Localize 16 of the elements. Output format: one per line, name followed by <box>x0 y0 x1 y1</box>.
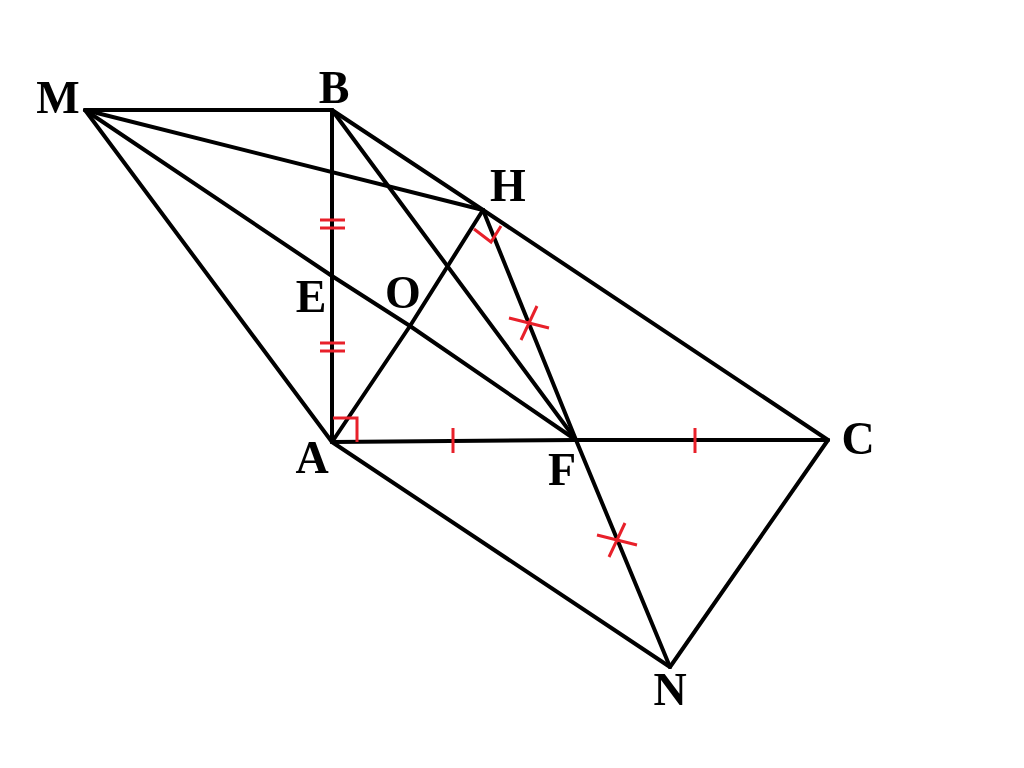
line-segment <box>574 438 830 442</box>
point-label: E <box>295 274 327 320</box>
line-segment <box>408 208 485 328</box>
point-label: A <box>295 435 329 481</box>
point-label: F <box>547 447 577 493</box>
line-segment <box>668 438 830 669</box>
point-label: C <box>841 416 875 462</box>
point-label: H <box>490 163 526 209</box>
point-label: O <box>385 270 421 316</box>
line-segment <box>330 440 672 669</box>
line-segment <box>83 108 334 112</box>
point-label: N <box>653 667 687 713</box>
point-label: M <box>36 75 80 121</box>
point-label: B <box>318 65 350 111</box>
line-segment <box>330 438 578 444</box>
line-segment <box>330 108 334 278</box>
